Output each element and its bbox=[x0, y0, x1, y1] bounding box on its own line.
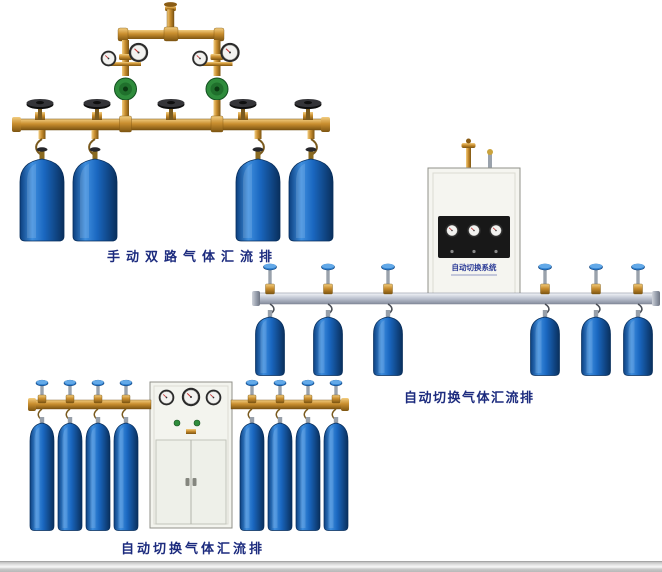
gauge-cross-fitting bbox=[200, 62, 233, 66]
regulator-drop-pipe bbox=[122, 100, 129, 120]
gas-cylinder-with-valve bbox=[580, 263, 612, 376]
pressure-gauge-icon bbox=[219, 42, 241, 63]
flange-nut-right bbox=[210, 54, 224, 60]
indicator-light bbox=[494, 249, 498, 254]
pipe-tee bbox=[210, 115, 224, 133]
gas-cylinder-with-valve bbox=[372, 263, 404, 376]
valve-handwheel-icon bbox=[26, 99, 54, 120]
gas-cylinder-with-valve bbox=[529, 263, 561, 376]
gas-cylinder bbox=[19, 146, 65, 242]
drop-stub bbox=[307, 130, 315, 139]
pigtail-hose bbox=[88, 138, 96, 155]
door-handle bbox=[185, 478, 190, 486]
pipe-end-cap bbox=[252, 291, 260, 306]
top-valve-handle bbox=[164, 2, 177, 7]
regulator-station-left bbox=[100, 42, 149, 120]
cabinet-sublabel-line bbox=[451, 274, 497, 276]
gas-cylinder bbox=[235, 146, 281, 242]
horizontal-manifold-pipe bbox=[28, 398, 349, 411]
gas-cylinder bbox=[72, 146, 118, 242]
regulator-drop-pipe bbox=[213, 100, 221, 120]
valve-handwheel-icon bbox=[294, 99, 322, 120]
gas-cylinder-with-valve bbox=[622, 263, 654, 376]
pigtail-hose bbox=[310, 138, 318, 155]
pressure-gauge-icon bbox=[100, 50, 117, 67]
valve-handwheel-icon bbox=[157, 99, 185, 120]
auto-switch-manifold-figure: 自动切换系统 bbox=[252, 138, 660, 376]
pressure-gauge-icon bbox=[191, 50, 209, 67]
caption-auto-switch-cabinet-manifold: 自动切换气体汇流排 bbox=[121, 541, 266, 556]
main-manifold-pipe bbox=[12, 115, 330, 133]
header-pipe-assembly bbox=[117, 2, 225, 76]
control-cabinet: 自动切换系统 bbox=[427, 138, 521, 303]
flange-nut-left bbox=[119, 54, 132, 60]
caption-manual-dual-manifold: 手动双路气体汇流排 bbox=[107, 249, 279, 264]
drop-stub bbox=[38, 130, 46, 139]
pipe-end-cap bbox=[652, 291, 660, 306]
manifold-pipe bbox=[255, 292, 657, 305]
manual-dual-manifold-figure bbox=[12, 2, 334, 242]
pipe-end-cap bbox=[28, 398, 36, 411]
cabinet-top-valve bbox=[487, 149, 493, 155]
cabinet-top-fitting bbox=[461, 143, 476, 148]
auto-switch-cabinet-manifold-figure bbox=[28, 379, 349, 531]
cylinder-bank bbox=[19, 146, 334, 242]
cylinder-connections bbox=[35, 130, 318, 155]
pipe-end-cap bbox=[341, 398, 349, 411]
bottom-border-strip bbox=[0, 561, 662, 572]
pipe-tee bbox=[119, 115, 132, 133]
control-knob bbox=[173, 419, 181, 427]
cabinet-top-valve bbox=[466, 138, 471, 144]
manifold-pipe bbox=[15, 118, 327, 131]
door-handle bbox=[192, 478, 197, 486]
pipe-end-cap bbox=[12, 117, 21, 132]
cabinet-top-pipe bbox=[488, 154, 492, 168]
regulator-station-right bbox=[191, 42, 241, 120]
pigtail-hose bbox=[257, 138, 265, 155]
tee-center bbox=[163, 26, 179, 42]
control-knob bbox=[193, 419, 201, 427]
indicator-light bbox=[472, 249, 476, 254]
elbow-left bbox=[117, 27, 129, 42]
pigtail-hose bbox=[35, 138, 43, 155]
pressure-gauge-icon bbox=[158, 389, 175, 406]
gas-cylinder-with-valve bbox=[312, 263, 344, 376]
drop-stub bbox=[254, 130, 262, 139]
indicator-light bbox=[450, 249, 454, 254]
pressure-gauge-icon bbox=[205, 389, 222, 406]
gauge-cross-fitting bbox=[109, 62, 141, 66]
pipe-end-cap bbox=[321, 117, 330, 132]
regulator-icon bbox=[205, 77, 229, 101]
cabinet-label: 自动切换系统 bbox=[452, 262, 497, 272]
control-cabinet bbox=[149, 381, 233, 529]
drop-stub bbox=[91, 130, 99, 139]
valve-handwheel-icon bbox=[83, 99, 111, 120]
gas-cylinder-with-valve bbox=[254, 263, 286, 376]
manifold-pipe-left bbox=[31, 399, 152, 410]
elbow-right bbox=[213, 27, 225, 42]
regulator-icon bbox=[114, 77, 137, 101]
manifold-valves bbox=[26, 99, 322, 120]
brass-fitting bbox=[186, 429, 196, 434]
cabinet-top-pipe bbox=[466, 146, 471, 168]
pressure-gauge-icon bbox=[128, 42, 149, 63]
pressure-gauge-icon bbox=[466, 223, 482, 238]
pressure-gauge-icon bbox=[444, 223, 460, 238]
pressure-gauge-icon bbox=[488, 223, 504, 238]
horizontal-manifold-pipe bbox=[252, 291, 660, 306]
gas-cylinder bbox=[288, 146, 334, 242]
caption-auto-switch-manifold: 自动切换气体汇流排 bbox=[404, 390, 535, 405]
pressure-gauge-icon bbox=[181, 387, 201, 407]
valve-handwheel-icon bbox=[229, 99, 257, 120]
